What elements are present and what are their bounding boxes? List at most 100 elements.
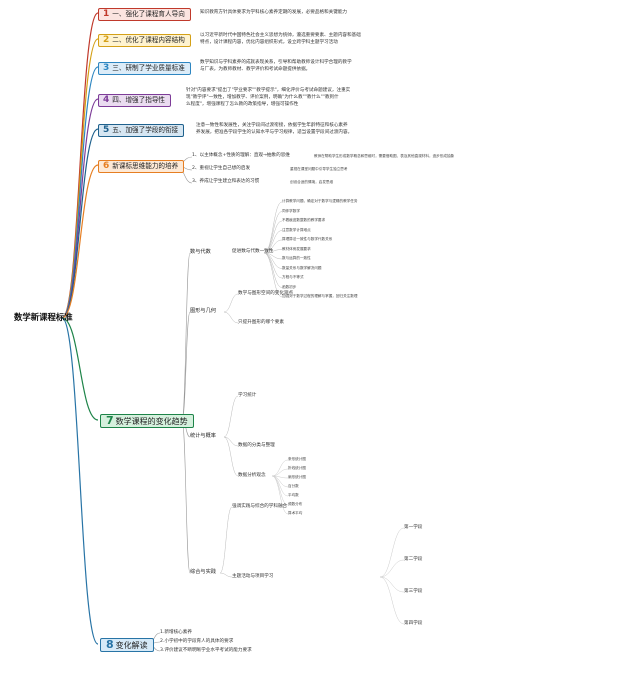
b7-c2-item-2: 只提升图形的哪个要素 xyxy=(238,320,284,325)
b7-c1-item: 函数初步 xyxy=(282,284,297,289)
connector xyxy=(219,572,233,578)
connector xyxy=(223,293,239,313)
connector xyxy=(61,128,99,319)
branch-7-label: 数学课程的变化趋势 xyxy=(115,417,188,426)
b6-child-3-desc: 创设合适的情境，启发思维 xyxy=(290,180,334,184)
branch-5-number: 5 xyxy=(103,125,110,135)
b7-c1-item: 数量关系与数学解决问题 xyxy=(282,265,322,270)
connector xyxy=(61,12,99,319)
branch-1-desc: 知识教育方针具体要求为学科核心素养定期的发展，必要品格和关键能力 xyxy=(200,10,348,15)
b7-c1-item: 同伴学数学 xyxy=(282,208,300,213)
branch-2-desc-2: 特点，设计课程内容，优化内容组织形式，设立跨学科主题学习活动 xyxy=(200,40,338,45)
connector xyxy=(263,252,283,288)
branch-2-desc-1: 以习近平新时代中国特色社会主义思想为统帅，遵选重要要素、主题内容和基础 xyxy=(200,33,361,38)
stats-item: 算术平均 xyxy=(288,511,303,515)
connector xyxy=(271,475,289,506)
connector xyxy=(223,436,239,477)
stats-item: 折线统计图 xyxy=(288,466,306,470)
b8-child-3: 3.评价建议不断明晰学业水平考试的能力要求 xyxy=(160,648,252,653)
b6-child-2-desc: 重视在课堂问题中引导学生独立思考 xyxy=(290,167,348,171)
connector xyxy=(219,506,233,574)
b6-child-1: 1、以主体概念+性质的理解：直观→抽象的思维 xyxy=(192,153,290,158)
b7-c4-item-2: 主题活动与项目学习 xyxy=(232,574,274,579)
connector xyxy=(379,576,405,625)
stats-item: 百分数 xyxy=(288,484,299,488)
b7-c1-item: 数与运算的一致性 xyxy=(282,256,311,260)
b7-c1-item: 注意数学计算难点 xyxy=(282,227,311,232)
connector xyxy=(379,527,405,578)
branch-8-number: 8 xyxy=(106,638,114,651)
connector xyxy=(379,559,405,578)
b7-c1-item: 方程与不等式 xyxy=(282,275,304,279)
branch-4-desc-3: 么程度"，增强课程了怎么教的政策指导，增强可操作性 xyxy=(186,102,299,107)
connector xyxy=(61,38,99,319)
b7-c3-item-2: 数据的分类与整理 xyxy=(238,443,275,448)
b7-c1-item: 计算教学问题，确定对于数学与逻辑的教学任务 xyxy=(282,199,358,203)
stats-item: 频数分布 xyxy=(288,502,303,506)
branch-4-desc-1: 针对"内容要求"提出了"学业要求""教学提示"，细化评价与考试命题建议，注重实 xyxy=(186,88,351,93)
root-topic: 数学新课程标准 xyxy=(14,312,73,322)
b8-child-1: 1.新增核心素养 xyxy=(160,630,192,635)
stage-label: 第一学段 xyxy=(404,525,423,530)
connector xyxy=(271,459,289,477)
b6-child-3: 3、养成让学生建立和表达的习惯 xyxy=(192,179,260,184)
connector xyxy=(263,230,283,254)
stats-item: 扇形统计图 xyxy=(288,475,306,479)
b7-child-4: 综合与实践 xyxy=(190,569,216,575)
branch-3-desc-2: 与厂表，为教师教材、教学评价和考试命题提供依据。 xyxy=(200,67,311,72)
branch-3-desc-1: 数学知识与学科素养的成就表现关系，引导和帮助教师设计科学合理的教学 xyxy=(200,60,352,65)
branch-1-label: 一、强化了课程育人导向 xyxy=(112,10,185,18)
branch-2-number: 2 xyxy=(103,35,110,45)
connector xyxy=(61,317,99,421)
b7-child-1: 数与代数 xyxy=(190,249,211,255)
connector xyxy=(271,468,289,477)
connector xyxy=(263,239,283,254)
connector xyxy=(61,164,99,319)
branch-5-desc-1: 注意一致性和发展性，关注学段间过渡衔接，依据学生年龄特征和核心素养 xyxy=(196,123,348,128)
connector xyxy=(223,436,239,447)
branch-6-label: 新课标思维能力的培养 xyxy=(112,162,179,170)
branch-4-desc-2: 现"教学评"一致性，增加教学、评价案例，明确"为什么教""教什么""教到什 xyxy=(186,95,339,100)
stage-label: 第四学段 xyxy=(404,621,423,626)
b7-c1-item: 加强对于数学过程的理解与掌握，回归关注数理 xyxy=(282,294,358,298)
b7-c1-item: 不着痕迹数整数的教学要求 xyxy=(282,218,326,222)
b7-c1-item: 算理算法一致性与数学代数关系 xyxy=(282,237,333,241)
branch-4-number: 4 xyxy=(103,95,110,105)
b7-c3-item-3: 数据分析观念 xyxy=(238,473,266,478)
connector xyxy=(181,252,191,421)
b6-child-1-desc: 教师在帮助学生形成数学概念和思维时，需要借助图、表及其他直观材料，逐步形成抽象 xyxy=(314,154,455,158)
branch-4-label: 四、增强了指导性 xyxy=(112,96,166,104)
b6-child-2: 2、重视让学生自己想的启发 xyxy=(192,166,251,171)
b7-child-1-sub: 促进数与代数一致性 xyxy=(232,249,274,254)
b8-child-2: 2.小学初中的学段育人的具体的要求 xyxy=(160,639,234,644)
connector xyxy=(271,475,289,497)
connector xyxy=(61,98,99,319)
stage-label: 第二学段 xyxy=(404,557,423,562)
b7-c3-item-1: 学习统计 xyxy=(238,393,257,398)
stats-item: 条形统计图 xyxy=(288,457,306,461)
connector xyxy=(223,311,239,324)
connector xyxy=(379,576,405,593)
connector xyxy=(263,201,283,254)
b7-c4-item-1: 强调实践与综合的学科融合 xyxy=(232,504,288,509)
branch-1-number: 1 xyxy=(103,9,110,19)
branch-5-desc-2: 养发展，把准各学段学生的认知水平与学习规律，适当设置学段间过渡内容。 xyxy=(196,130,353,135)
b7-c1-item: 教材体例发展要求 xyxy=(282,246,311,251)
branch-2-label: 二、优化了课程内容结构 xyxy=(112,36,185,44)
stats-item: 平均数 xyxy=(288,493,299,497)
stage-label: 第三学段 xyxy=(404,589,423,594)
connector xyxy=(61,66,99,319)
b7-child-3: 统计与概率 xyxy=(190,433,216,439)
branch-7-number: 7 xyxy=(106,414,114,427)
branch-6-number: 6 xyxy=(103,161,110,171)
branch-8-label: 变化解读 xyxy=(115,641,148,650)
